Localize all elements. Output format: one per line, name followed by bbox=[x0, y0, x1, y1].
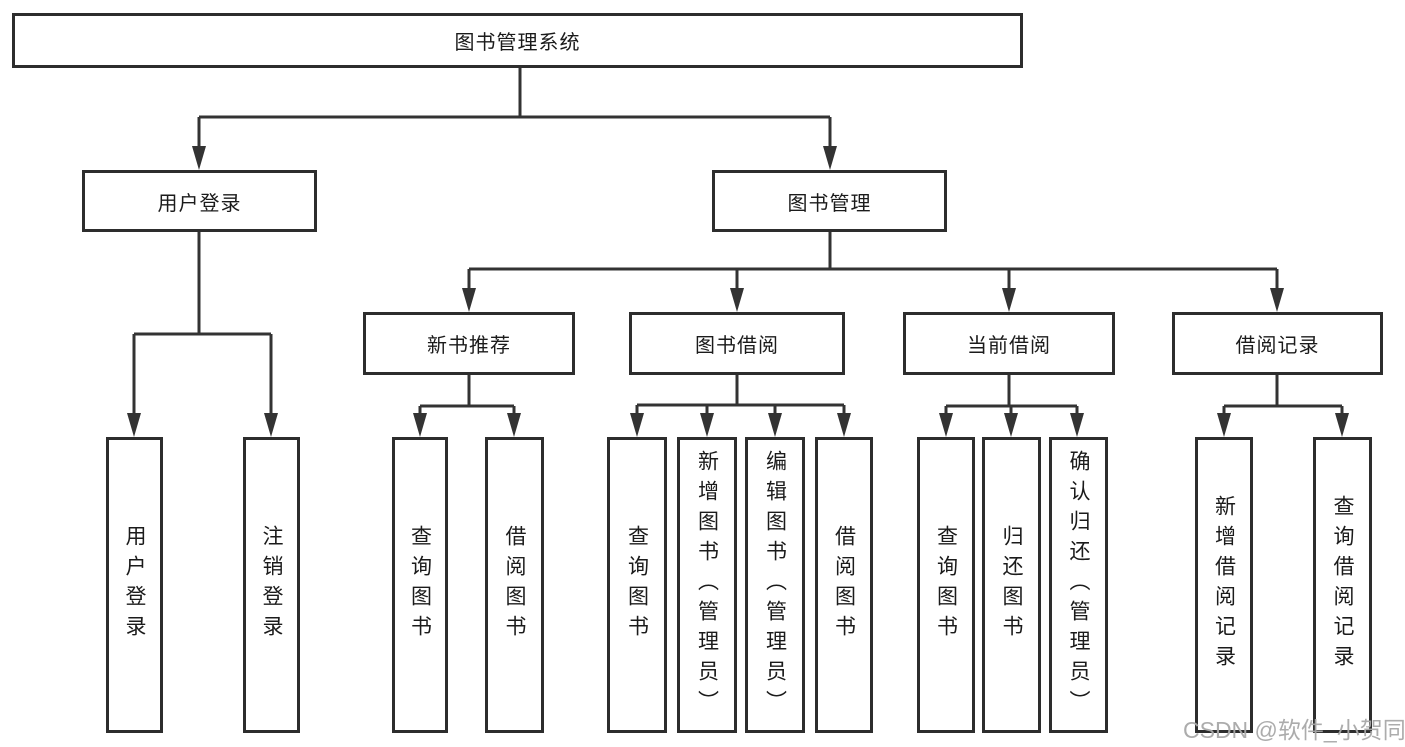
node-label: 当前借阅 bbox=[967, 335, 1051, 357]
node-label: 编辑图书（管理员） bbox=[763, 450, 787, 720]
node-label: 查询图书 bbox=[408, 525, 432, 645]
node-label: 图书管理 bbox=[787, 192, 872, 215]
node-user-login: 用户登录 bbox=[82, 170, 317, 232]
node-label: 借阅图书 bbox=[503, 525, 526, 645]
leaf-confirm-return-admin: 确认归还（管理员） bbox=[1049, 437, 1108, 733]
arrow-down-icon bbox=[1270, 288, 1284, 312]
node-label: 新增图书（管理员） bbox=[695, 450, 719, 720]
leaf-query-borrow-record: 查询借阅记录 bbox=[1313, 437, 1372, 733]
arrow-down-icon bbox=[413, 413, 427, 437]
arrowheads bbox=[127, 146, 1349, 437]
arrow-down-icon bbox=[823, 146, 837, 170]
node-label: 用户登录 bbox=[157, 192, 242, 215]
leaf-query-books-current: 查询图书 bbox=[917, 437, 975, 733]
node-label: 图书管理系统 bbox=[454, 32, 581, 54]
leaf-edit-book-admin: 编辑图书（管理员） bbox=[745, 437, 805, 733]
arrow-down-icon bbox=[462, 288, 476, 312]
node-book-borrowing: 图书借阅 bbox=[629, 312, 845, 375]
arrow-down-icon bbox=[837, 413, 851, 437]
node-label: 借阅记录 bbox=[1235, 335, 1320, 357]
node-label: 新增借阅记录 bbox=[1212, 495, 1236, 675]
arrow-down-icon bbox=[1335, 413, 1349, 437]
leaf-borrow-books: 借阅图书 bbox=[815, 437, 873, 733]
arrow-down-icon bbox=[1217, 413, 1231, 437]
arrow-down-icon bbox=[939, 413, 953, 437]
leaf-borrow-books-recommend: 借阅图书 bbox=[485, 437, 544, 733]
node-new-book-recommend: 新书推荐 bbox=[363, 312, 575, 375]
node-borrowing-records: 借阅记录 bbox=[1172, 312, 1383, 375]
arrow-down-icon bbox=[730, 288, 744, 312]
arrow-down-icon bbox=[1070, 413, 1084, 437]
node-label: 图书借阅 bbox=[695, 335, 779, 357]
leaf-query-books-borrowing: 查询图书 bbox=[607, 437, 667, 733]
node-current-borrowing: 当前借阅 bbox=[903, 312, 1115, 375]
connector-paths bbox=[132, 68, 1344, 416]
arrow-down-icon bbox=[700, 413, 714, 437]
leaf-return-books: 归还图书 bbox=[982, 437, 1041, 733]
arrow-down-icon bbox=[507, 413, 521, 437]
leaf-user-login: 用户登录 bbox=[106, 437, 163, 733]
leaf-logout: 注销登录 bbox=[243, 437, 300, 733]
arrow-down-icon bbox=[127, 413, 141, 437]
node-root: 图书管理系统 bbox=[12, 13, 1023, 68]
node-label: 确认归还（管理员） bbox=[1067, 450, 1090, 720]
node-label: 用户登录 bbox=[123, 525, 146, 645]
arrow-down-icon bbox=[192, 146, 206, 170]
arrow-down-icon bbox=[1002, 288, 1016, 312]
arrow-down-icon bbox=[264, 413, 278, 437]
arrow-down-icon bbox=[630, 413, 644, 437]
leaf-query-books-recommend: 查询图书 bbox=[392, 437, 448, 733]
node-label: 归还图书 bbox=[1000, 525, 1023, 645]
arrow-down-icon bbox=[1004, 413, 1018, 437]
leaf-add-borrow-record: 新增借阅记录 bbox=[1195, 437, 1253, 733]
node-label: 借阅图书 bbox=[832, 525, 856, 645]
arrow-down-icon bbox=[768, 413, 782, 437]
node-label: 查询图书 bbox=[934, 525, 958, 645]
watermark: CSDN @软件_小贺同学 bbox=[1183, 717, 1405, 743]
node-label: 注销登录 bbox=[260, 525, 283, 645]
node-label: 新书推荐 bbox=[427, 335, 511, 357]
leaf-add-book-admin: 新增图书（管理员） bbox=[677, 437, 737, 733]
node-label: 查询借阅记录 bbox=[1331, 495, 1354, 675]
node-book-management: 图书管理 bbox=[712, 170, 947, 232]
node-label: 查询图书 bbox=[625, 525, 649, 645]
